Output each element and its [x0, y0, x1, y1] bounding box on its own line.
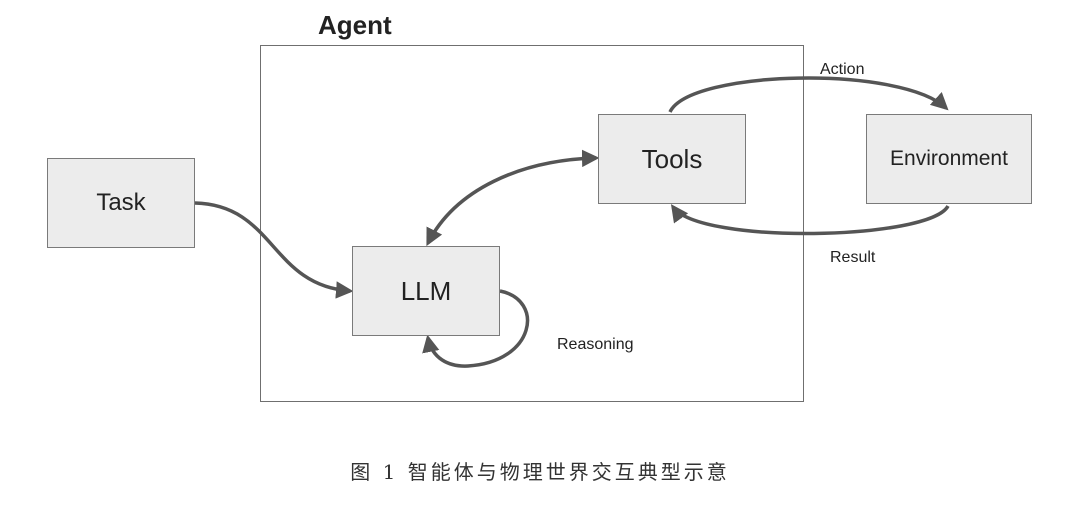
action-arrow [668, 76, 949, 113]
result-arrow [670, 204, 950, 236]
result-label: Result [830, 249, 876, 266]
task-node: Task [47, 158, 195, 248]
agent-title: Agent [318, 10, 392, 40]
agent-container [260, 45, 804, 402]
task-to-llm-arrow [194, 201, 354, 299]
llm-tools-arrow [426, 149, 600, 247]
reasoning-loop-arrow [422, 289, 530, 368]
tools-node: Tools [598, 114, 746, 204]
environment-node: Environment [866, 114, 1032, 204]
action-label: Action [820, 61, 865, 78]
figure-caption: 图 1 智能体与物理世界交互典型示意 [350, 460, 730, 484]
reasoning-label: Reasoning [557, 336, 634, 353]
llm-node: LLM [352, 246, 500, 336]
